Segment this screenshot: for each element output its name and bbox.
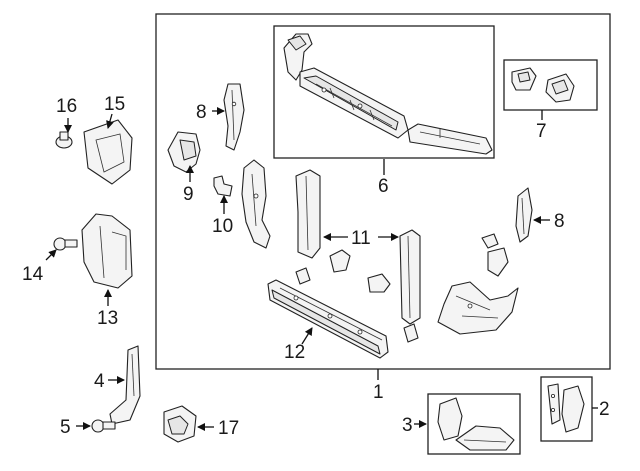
callout-8-right: 8 [554,211,565,232]
callout-2: 2 [599,399,610,420]
callout-5: 5 [60,417,71,438]
right-vertical-support-part [399,229,421,325]
screw-part [91,419,116,433]
bracket-set-frame [503,59,598,111]
side-bracket-part [81,213,133,289]
item-2-assembly [547,383,585,433]
right-lower-panel-part [437,281,519,335]
vertical-strip-part [109,345,141,425]
center-small-brackets [295,233,509,343]
push-clip-part [55,131,73,149]
callout-3: 3 [402,415,413,436]
callout-15: 15 [104,94,125,115]
item-2-frame [540,376,593,442]
upper-support-frame [273,25,495,159]
item-3-assembly [437,397,515,451]
callout-10: 10 [212,216,233,237]
bolt-part [53,237,78,251]
cover-plate-part [83,119,133,185]
lower-tie-bar-part [267,279,389,359]
item-3-frame [427,393,521,455]
right-side-brace-part [515,187,533,243]
left-side-brace-part [223,83,245,151]
callout-9: 9 [183,184,194,205]
upper-tie-bar-part [283,33,493,155]
clip-part [213,175,233,197]
callout-13: 13 [97,308,118,329]
callout-12: 12 [284,342,305,363]
callout-17: 17 [218,418,239,439]
callout-16: 16 [56,96,77,117]
connector-block-part [163,405,197,443]
callout-1: 1 [373,382,384,403]
bracket-pair-part [511,67,575,103]
main-assembly-frame [155,13,611,370]
callout-4: 4 [94,371,105,392]
callout-11: 11 [351,228,371,249]
left-vertical-support-part [295,169,321,259]
callout-7: 7 [536,121,547,142]
callout-8-left: 8 [196,102,207,123]
callout-6: 6 [378,176,389,197]
lock-bracket-part [167,131,201,173]
callout-14: 14 [22,264,44,285]
left-side-panel-part [241,159,271,249]
